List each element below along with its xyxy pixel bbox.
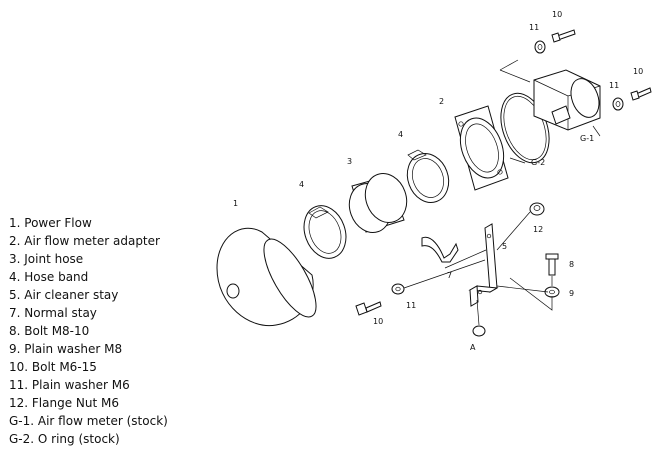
callout-o-ring: G-2 bbox=[531, 158, 545, 167]
bolt-right bbox=[630, 87, 652, 101]
flange-nut bbox=[529, 202, 545, 216]
legend-item: 10. Bolt M6-15 bbox=[9, 360, 97, 374]
legend-item: G-2. O ring (stock) bbox=[9, 432, 120, 446]
callout-filter: 1 bbox=[233, 199, 238, 208]
callout-normal-stay: 7 bbox=[447, 271, 452, 280]
legend-item: 11. Plain washer M6 bbox=[9, 378, 130, 392]
callout-ref-a: A bbox=[470, 343, 476, 352]
callout-bolt-m8: 8 bbox=[569, 260, 574, 269]
legend-item: 4. Hose band bbox=[9, 270, 89, 284]
parts-legend: 1. Power Flow 2. Air flow meter adapter … bbox=[9, 214, 168, 448]
legend-item: G-1. Air flow meter (stock) bbox=[9, 414, 168, 428]
hose-band-right bbox=[406, 149, 450, 203]
legend-item: 8. Bolt M8-10 bbox=[9, 324, 90, 338]
air-flow-meter-adapter bbox=[454, 105, 509, 191]
washer-right bbox=[612, 97, 624, 111]
callout-washer-m8: 9 bbox=[569, 289, 574, 298]
callout-air-flow-meter: G-1 bbox=[580, 134, 594, 143]
joint-hose bbox=[348, 173, 408, 233]
legend-item: 9. Plain washer M8 bbox=[9, 342, 123, 356]
legend-item: 3. Joint hose bbox=[9, 252, 84, 266]
legend-item: 12. Flange Nut M6 bbox=[9, 396, 119, 410]
callout-flange-nut: 12 bbox=[533, 225, 543, 234]
callout-bolt-top: 10 bbox=[552, 10, 562, 19]
air-cleaner-stay bbox=[468, 223, 499, 307]
callout-joint-hose: 3 bbox=[347, 157, 352, 166]
normal-stay bbox=[421, 236, 459, 263]
bolt-m8 bbox=[545, 253, 559, 276]
callout-bolt-bottom: 10 bbox=[373, 317, 383, 326]
callout-hose-band-left: 4 bbox=[299, 180, 304, 189]
legend-item: 7. Normal stay bbox=[9, 306, 97, 320]
assembly-lines bbox=[403, 59, 601, 326]
reference-mark-a bbox=[472, 325, 486, 337]
callout-hose-band-right: 4 bbox=[398, 130, 403, 139]
power-flow-filter bbox=[216, 227, 317, 327]
callout-bolt-right: 10 bbox=[633, 67, 643, 76]
washer-top bbox=[534, 40, 546, 54]
callout-adapter: 2 bbox=[439, 97, 444, 106]
legend-item: 5. Air cleaner stay bbox=[9, 288, 119, 302]
callout-washer-top: 11 bbox=[529, 23, 539, 32]
hose-band-left bbox=[303, 205, 347, 259]
washer-bottom bbox=[391, 283, 405, 295]
callout-washer-right: 11 bbox=[609, 81, 619, 90]
bolt-bottom bbox=[355, 301, 382, 316]
bolt-top bbox=[551, 29, 576, 43]
legend-item: 1. Power Flow bbox=[9, 216, 92, 230]
air-flow-meter bbox=[533, 69, 601, 131]
callout-washer-bottom: 11 bbox=[406, 301, 416, 310]
callout-cleaner-stay: 5 bbox=[502, 242, 507, 251]
legend-item: 2. Air flow meter adapter bbox=[9, 234, 160, 248]
